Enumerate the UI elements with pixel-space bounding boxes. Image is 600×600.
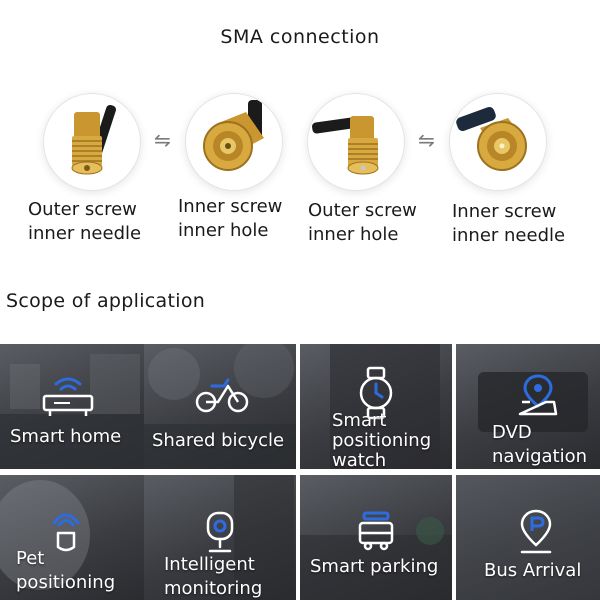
connector-outer-screw-inner-hole — [308, 94, 404, 190]
connector-label-4: Inner screw inner needle — [452, 200, 565, 248]
parking-pin-icon — [520, 509, 552, 554]
tile-smart-parking: Smart parking — [300, 475, 452, 600]
tile-pet-positioning: Pet positioning — [0, 475, 152, 600]
tile-dvd-navigation: DVD navigation — [456, 344, 600, 469]
tile-intelligent-monitoring: Intelligent monitoring — [144, 475, 296, 600]
rp-sma-female-right-angle-icon — [312, 116, 379, 175]
monitoring-background — [234, 475, 294, 600]
router-icon — [42, 377, 94, 416]
tile-label: Smart home — [10, 426, 122, 447]
scope-of-application-title: Scope of application — [6, 290, 206, 312]
connector-label-1: Outer screw inner needle — [28, 198, 141, 246]
connector-inner-screw-inner-needle — [450, 94, 546, 190]
tile-smart-positioning-watch: Smart positioning watch — [300, 344, 452, 469]
watch-icon — [359, 366, 393, 420]
tile-label-line1: DVD — [492, 422, 532, 443]
sma-connection-title: SMA connection — [220, 26, 380, 48]
sma-female-right-angle-icon — [71, 104, 116, 175]
shared-bicycle-background — [144, 344, 296, 469]
tile-shared-bicycle: Shared bicycle — [144, 344, 296, 469]
connector-label-3-line2: inner hole — [308, 224, 399, 245]
connector-outer-screw-inner-needle — [44, 94, 140, 190]
tile-label: Shared bicycle — [152, 430, 285, 451]
connector-label-2: Inner screw inner hole — [178, 195, 282, 243]
bicycle-icon — [195, 378, 249, 413]
parking-icon — [358, 511, 394, 551]
tile-bus-arrival: Bus Arrival — [456, 475, 600, 600]
rp-sma-male-connector-icon — [203, 100, 264, 171]
tile-label-line1: Pet — [16, 548, 45, 569]
tile-label-line3: watch — [332, 450, 387, 470]
tile-smart-home: Smart home — [0, 344, 152, 469]
pet-background — [0, 480, 90, 590]
connector-label-1-line1: Outer screw — [28, 199, 137, 220]
swap-symbol-1: ⇋ — [154, 128, 171, 152]
swap-symbol-2: ⇋ — [418, 128, 435, 152]
smart-home-background — [0, 354, 152, 469]
connector-label-2-line2: inner hole — [178, 220, 269, 241]
tile-label: Pet positioning — [16, 547, 115, 595]
connector-label-3-line1: Outer screw — [308, 200, 417, 221]
tile-label-line2: positioning — [16, 572, 116, 593]
connector-label-2-line1: Inner screw — [178, 196, 283, 217]
tile-label: Bus Arrival — [484, 560, 582, 581]
tile-label: Intelligent monitoring — [164, 553, 262, 600]
tile-label-line1: Smart — [332, 410, 387, 431]
map-pin-icon — [518, 374, 558, 416]
pet-tag-icon — [52, 513, 80, 552]
connector-label-1-line2: inner needle — [28, 223, 142, 244]
camera-icon — [206, 511, 234, 553]
connector-label-4-line2: inner needle — [452, 225, 566, 246]
connector-inner-screw-inner-hole — [186, 94, 282, 190]
tile-label-line2: monitoring — [164, 578, 263, 599]
tile-label: Smart parking — [310, 556, 439, 577]
tile-label-line2: positioning — [332, 430, 432, 451]
parking-background — [300, 517, 452, 600]
connector-label-4-line1: Inner screw — [452, 201, 557, 222]
tile-label: DVD navigation — [492, 421, 587, 469]
tile-label-line1: Intelligent — [164, 554, 255, 575]
tile-label: Smart positioning watch — [332, 410, 432, 470]
connector-label-3: Outer screw inner hole — [308, 199, 417, 247]
tile-label-line2: navigation — [492, 446, 588, 467]
sma-male-connector-icon — [456, 106, 527, 171]
